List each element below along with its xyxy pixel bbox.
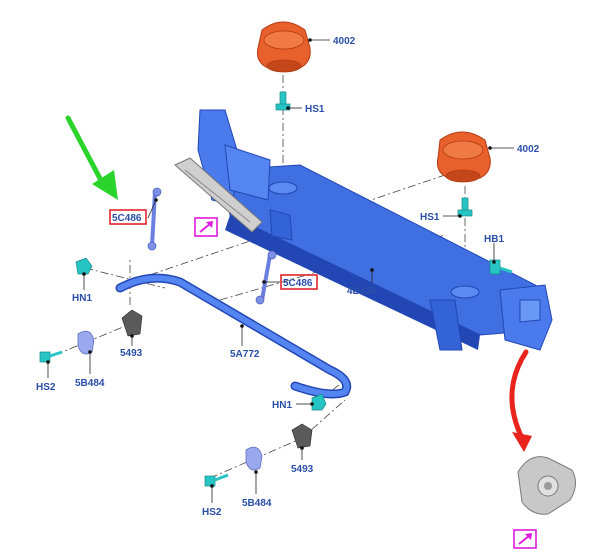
label-hb1: HB1 bbox=[484, 234, 504, 245]
label-hs2-bottom: HS2 bbox=[202, 507, 222, 518]
bushing-5493-left bbox=[121, 309, 143, 337]
bolt-hs2-bottom bbox=[204, 473, 229, 487]
leader-lines bbox=[46, 38, 514, 503]
external-link-icon[interactable] bbox=[194, 217, 218, 237]
bumper-right-4002 bbox=[437, 131, 491, 183]
label-hs1-right: HS1 bbox=[420, 212, 440, 223]
label-5c486-mid-text: 5C486 bbox=[283, 278, 313, 289]
label-5493-left: 5493 bbox=[120, 348, 143, 359]
label-5c486-left[interactable]: 5C486 bbox=[109, 209, 147, 225]
bumper-top-4002 bbox=[257, 21, 311, 73]
label-5c486-mid[interactable]: 5C486 bbox=[280, 274, 318, 290]
nut-hn1-bottom bbox=[311, 393, 327, 411]
bolt-hs1-right bbox=[457, 197, 473, 217]
stabilizer-bar-5a772 bbox=[115, 273, 352, 399]
label-hs2-left: HS2 bbox=[36, 382, 56, 393]
label-4b435: 4B435 bbox=[347, 286, 377, 297]
steering-knuckle bbox=[517, 456, 576, 515]
label-5b484-bottom: 5B484 bbox=[242, 498, 272, 509]
red-curved-arrow bbox=[509, 349, 532, 452]
clamp-5b484-left bbox=[77, 330, 95, 355]
stabilizer-link-left bbox=[147, 187, 162, 251]
green-pointer-arrow bbox=[65, 115, 118, 200]
bushing-5493-bottom bbox=[291, 423, 313, 449]
bolt-hb1 bbox=[489, 259, 513, 275]
label-hs1-top: HS1 bbox=[305, 104, 325, 115]
label-5a772: 5A772 bbox=[230, 349, 260, 360]
shock-absorber bbox=[174, 157, 263, 233]
label-4002-top: 4002 bbox=[333, 36, 356, 47]
label-5493-bottom: 5493 bbox=[291, 464, 314, 475]
bolt-hs2-left bbox=[39, 350, 63, 363]
axle-beam-4b435 bbox=[197, 109, 553, 351]
external-link-icon[interactable] bbox=[513, 529, 537, 549]
label-5c486-left-text: 5C486 bbox=[112, 213, 142, 224]
label-hn1-left: HN1 bbox=[72, 293, 92, 304]
stabilizer-link-mid bbox=[255, 250, 277, 305]
clamp-5b484-bottom bbox=[245, 446, 263, 471]
bolt-hs1-top bbox=[275, 91, 291, 111]
label-4002-right: 4002 bbox=[517, 144, 540, 155]
label-hn1-bottom: HN1 bbox=[272, 400, 292, 411]
nut-hn1-left bbox=[75, 257, 93, 275]
label-5b484-left: 5B484 bbox=[75, 378, 105, 389]
